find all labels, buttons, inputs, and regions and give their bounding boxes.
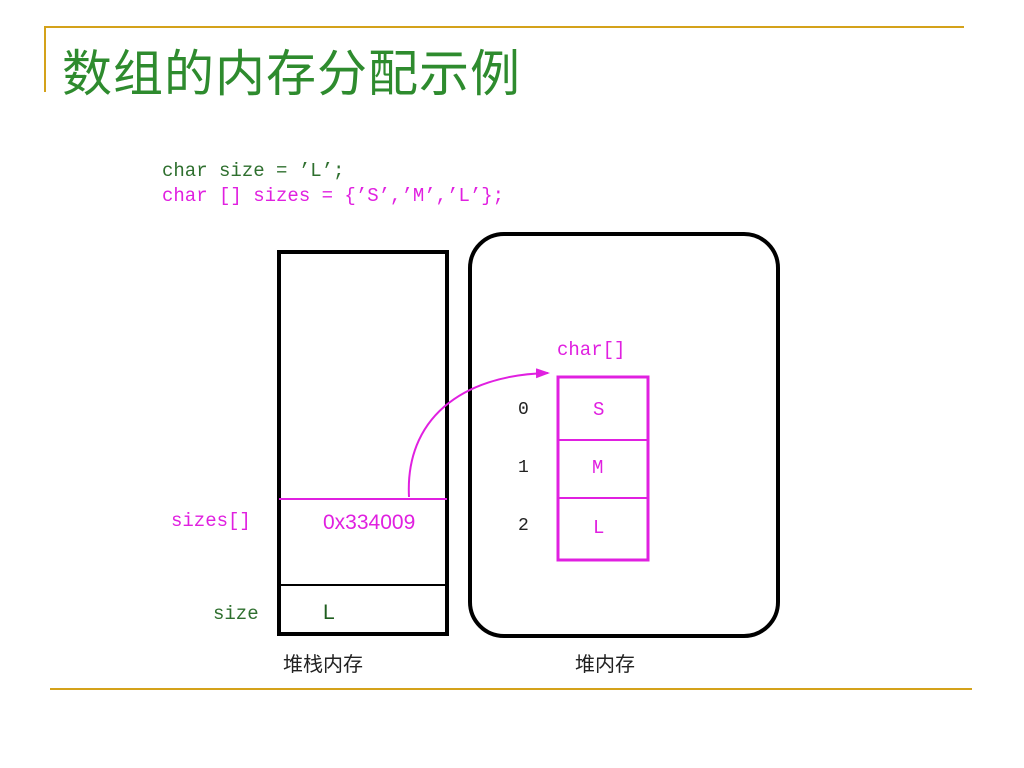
code-line-2: char [] sizes = {’S’,’M’,’L’}; [162,185,505,207]
page-title: 数组的内存分配示例 [62,45,521,103]
reference-arrow [407,368,550,498]
size-value: L [323,601,335,624]
sizes-value: 0x334009 [323,511,416,534]
stack-memory-caption: 堆栈内存 [283,652,363,676]
heap-memory-box [468,232,780,638]
code-line-1: char size = ’L’; [162,160,345,182]
stack-memory-box [277,250,449,636]
array-type-label: char[] [557,339,626,361]
index-label: 0 [518,400,529,420]
array-cell-value: L [593,517,605,539]
heap-memory-caption: 堆内存 [575,652,635,676]
char-array-box [556,375,650,562]
size-label: size [213,603,259,625]
index-label: 2 [518,516,529,536]
array-cell-value: M [592,457,604,479]
index-label: 1 [518,458,529,478]
array-cell-value: S [593,399,605,421]
sizes-label: sizes[] [171,510,251,532]
